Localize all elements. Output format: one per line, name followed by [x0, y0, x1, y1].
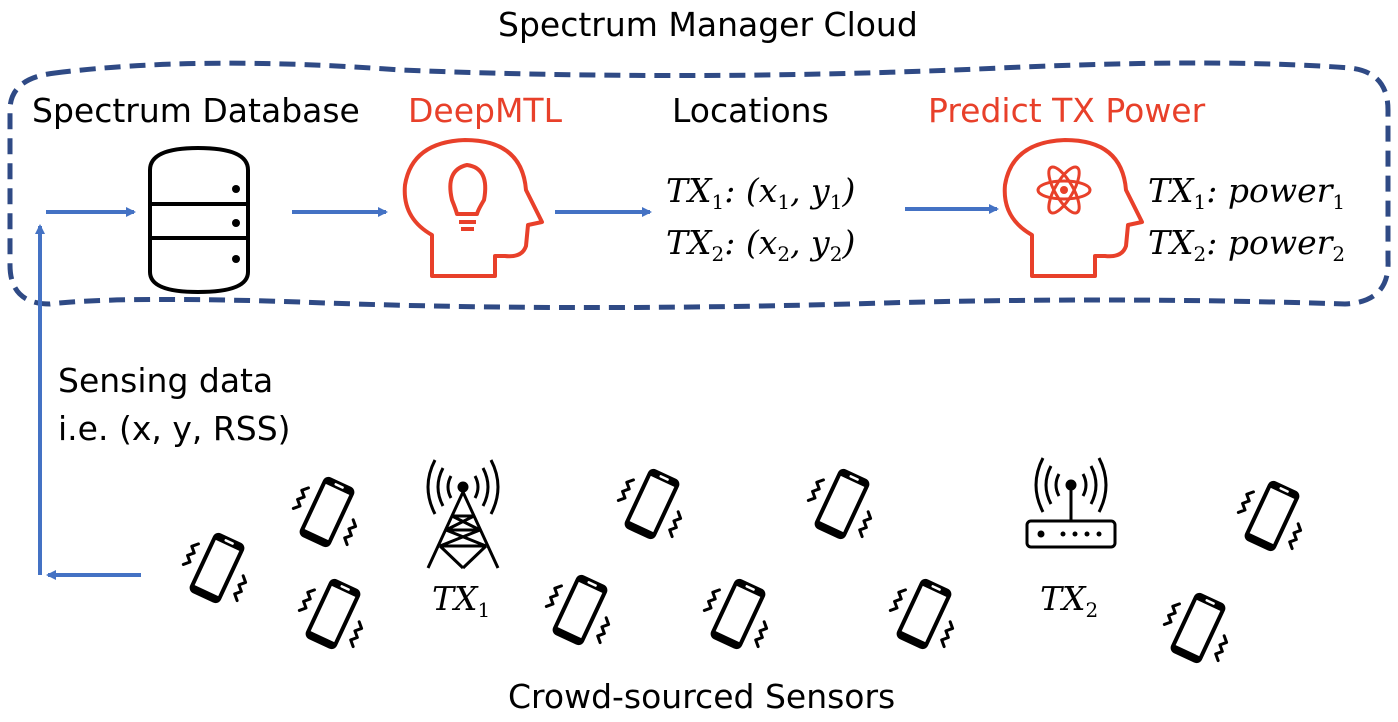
cloud-title: Spectrum Manager Cloud	[498, 5, 918, 44]
power-tx2: TX2: power2	[1148, 223, 1346, 266]
vibrating-phone-icon	[607, 459, 697, 549]
sensing-data-label: Sensing data	[58, 361, 274, 400]
vibrating-phone-icon	[693, 569, 783, 659]
database-icon	[148, 145, 250, 295]
location-tx2: TX2: (x2, y2)	[666, 223, 856, 266]
sensors-caption: Crowd-sourced Sensors	[508, 677, 896, 716]
vibrating-phone-icon	[879, 569, 969, 659]
tx2-label: TX2	[1040, 579, 1099, 622]
vibrating-phone-icon	[797, 459, 887, 549]
vibrating-phone-icon	[1153, 583, 1243, 673]
vibrating-phone-icon	[288, 569, 378, 659]
sensing-data-example: i.e. (x, y, RSS)	[58, 409, 291, 448]
vibrating-phone-icon	[535, 565, 625, 655]
locations-label: Locations	[672, 91, 829, 130]
vibrating-phone-icon	[172, 523, 262, 613]
cell-tower-icon	[426, 459, 500, 570]
cloud-boundary	[7, 60, 1391, 311]
power-tx1: TX1: power1	[1148, 171, 1346, 214]
location-tx1: TX1: (x1, y1)	[666, 171, 856, 214]
predict-label: Predict TX Power	[928, 91, 1206, 130]
vibrating-phone-icon	[1227, 471, 1317, 561]
model-label: DeepMTL	[408, 91, 562, 130]
lightbulb-head-icon	[402, 138, 544, 278]
atom-head-icon	[1002, 138, 1144, 278]
vibrating-phone-icon	[282, 467, 372, 557]
tx1-label: TX1	[432, 579, 491, 622]
database-label: Spectrum Database	[32, 91, 360, 130]
wifi-router-icon	[1025, 457, 1117, 549]
